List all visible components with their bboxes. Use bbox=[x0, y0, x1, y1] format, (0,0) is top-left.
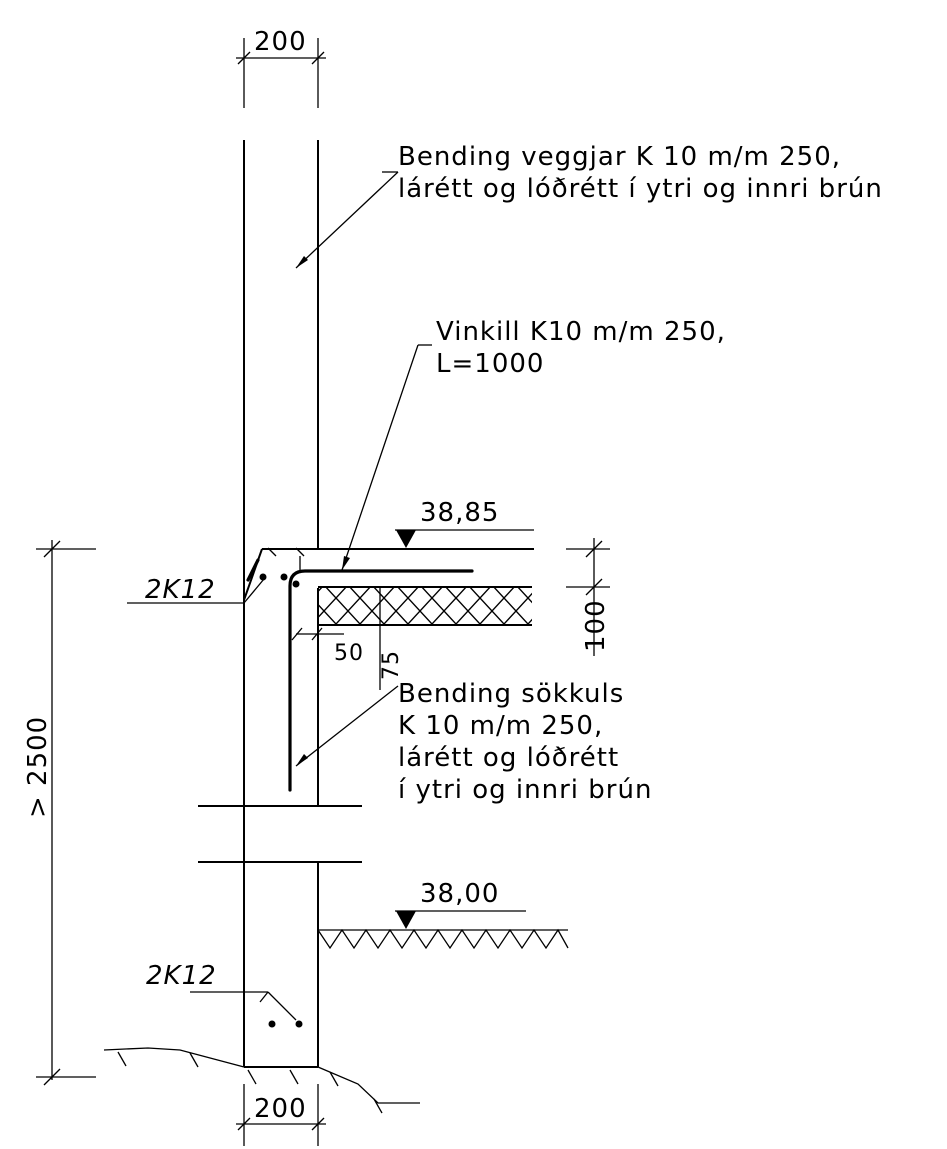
ground-level-mark: 38,00 bbox=[317, 879, 569, 950]
height-dimension: > 2500 bbox=[23, 540, 96, 1086]
bottom-width-label: 200 bbox=[254, 1094, 307, 1124]
slab-reinforcement bbox=[246, 547, 474, 792]
corner-bar-note: Vinkill K10 m/m 250, L=1000 bbox=[341, 317, 726, 571]
plinth-note-line-4: í ytri og innri brún bbox=[398, 775, 652, 805]
cover-vertical-label: 75 bbox=[379, 650, 404, 680]
bottom-reinforcement: 2K12 bbox=[146, 961, 303, 1028]
slab-thickness-dimension: 100 bbox=[566, 538, 611, 656]
cover-horizontal-label: 50 bbox=[334, 641, 364, 666]
plinth-note-line-1: Bending sökkuls bbox=[398, 679, 624, 709]
corner-note-line-2: L=1000 bbox=[436, 349, 544, 379]
rebar-dot bbox=[295, 1020, 303, 1028]
natural-ground bbox=[103, 1047, 420, 1114]
rebar-dot bbox=[280, 573, 288, 581]
level-triangle-icon bbox=[396, 911, 416, 929]
top-width-dimension: 200 bbox=[236, 27, 326, 108]
slab-level-label: 38,85 bbox=[420, 498, 499, 528]
wall-note-line-2: lárétt og lóðrétt í ytri og innri brún bbox=[398, 174, 883, 204]
bottom-width-dimension: 200 bbox=[236, 1084, 326, 1146]
plinth-reinforcement-note: Bending sökkuls K 10 m/m 250, lárétt og … bbox=[295, 679, 652, 805]
lower-wall bbox=[198, 778, 362, 1068]
rebar-dot bbox=[292, 580, 300, 588]
level-triangle-icon bbox=[396, 530, 416, 548]
upper-wall bbox=[198, 140, 362, 807]
rebar-dot bbox=[259, 573, 267, 581]
ground-hatch bbox=[317, 928, 569, 950]
rebar-dot bbox=[268, 1020, 276, 1028]
plinth-note-line-2: K 10 m/m 250, bbox=[398, 711, 603, 741]
ground-level-label: 38,00 bbox=[420, 879, 499, 909]
bottom-rebar-label: 2K12 bbox=[146, 961, 217, 991]
slab-level-mark: 38,85 bbox=[395, 498, 534, 548]
top-rebar-label: 2K12 bbox=[145, 575, 216, 605]
top-rebar-callout: 2K12 bbox=[127, 575, 265, 605]
insulation-hatch bbox=[318, 587, 532, 625]
top-width-label: 200 bbox=[254, 27, 307, 57]
corner-note-line-1: Vinkill K10 m/m 250, bbox=[436, 317, 726, 347]
cover-dimensions: 50 75 bbox=[291, 588, 404, 690]
corner-bar bbox=[288, 569, 474, 792]
wall-note-line-1: Bending veggjar K 10 m/m 250, bbox=[398, 142, 841, 172]
floor-slab bbox=[243, 548, 534, 626]
slab-thickness-label: 100 bbox=[581, 599, 611, 652]
plinth-note-line-3: lárétt og lóðrétt bbox=[398, 743, 619, 773]
wall-reinforcement-note: Bending veggjar K 10 m/m 250, lárétt og … bbox=[295, 142, 883, 269]
height-label: > 2500 bbox=[23, 716, 53, 818]
